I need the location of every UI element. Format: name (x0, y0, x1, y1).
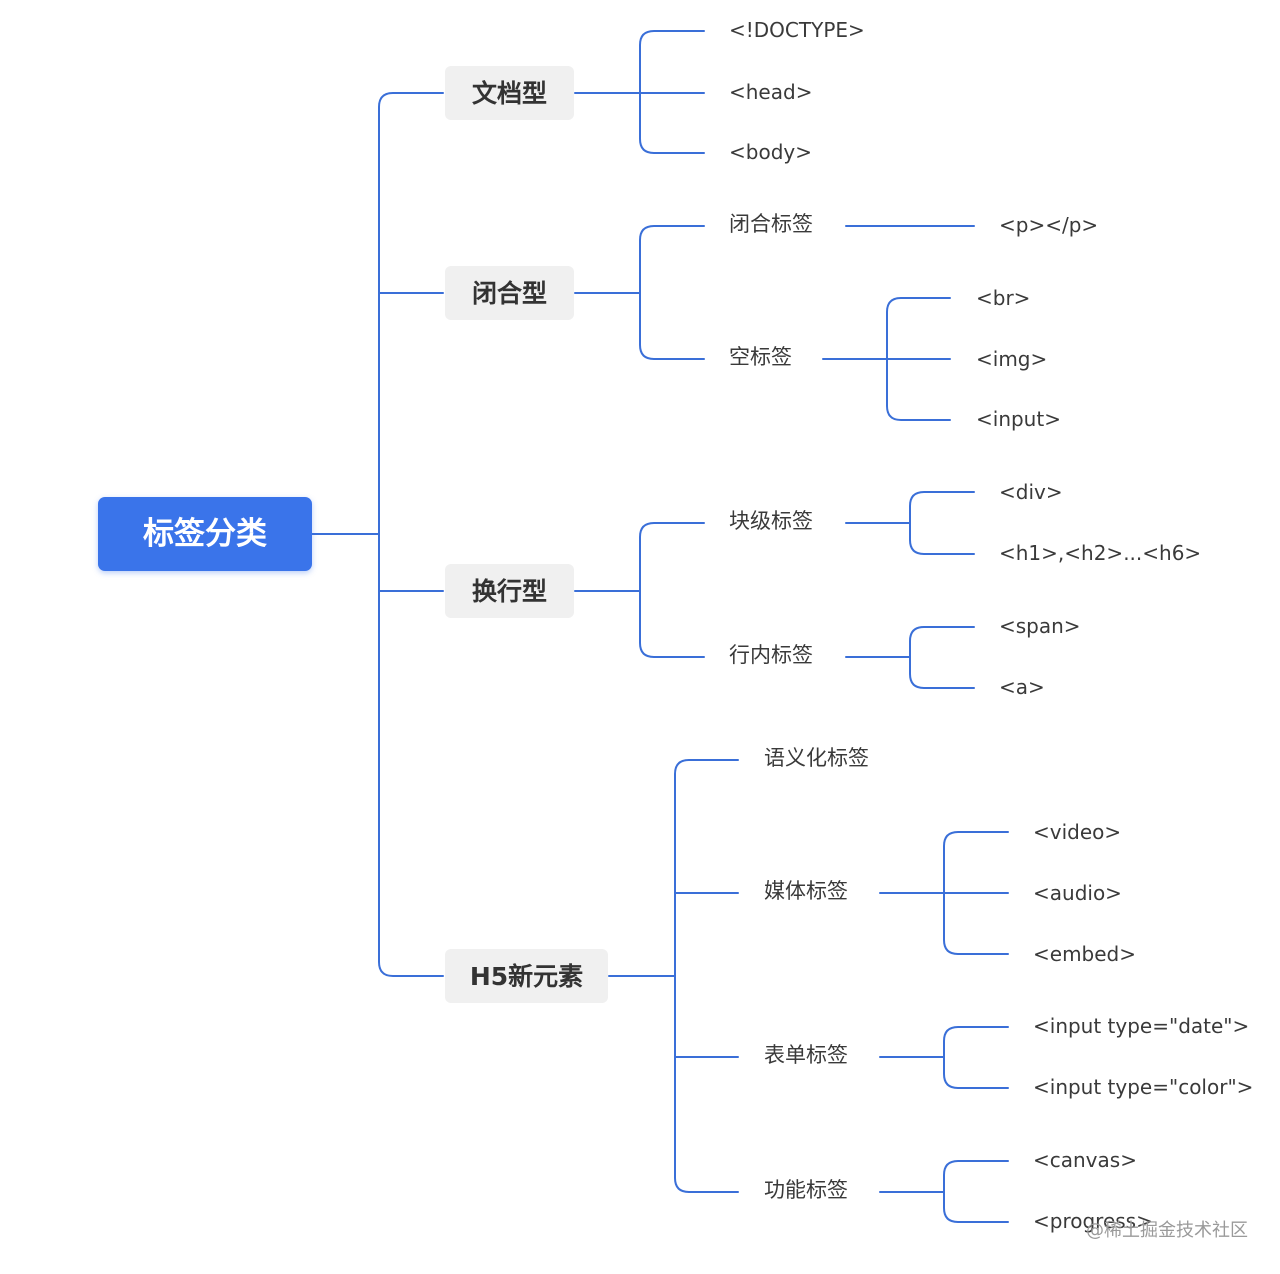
leaf-div: <div> (999, 480, 1063, 504)
connector-empty-bracket (886, 297, 951, 421)
root-node[interactable]: 标签分类 (98, 497, 312, 571)
leaf-headings: <h1>,<h2>...<h6> (999, 541, 1202, 565)
leaf-input-color: <input type="color"> (1033, 1075, 1254, 1099)
leaf-video: <video> (1033, 820, 1122, 844)
subnode-empty-tags[interactable]: 空标签 (729, 345, 792, 369)
connector-wrap-bracket (639, 522, 705, 658)
subnode-form-tags[interactable]: 表单标签 (764, 1043, 848, 1067)
category-h5-new-elements[interactable]: H5新元素 (445, 949, 608, 1003)
connector-media-bracket (943, 831, 1009, 955)
category-wrap-type[interactable]: 换行型 (445, 564, 574, 618)
leaf-canvas: <canvas> (1033, 1148, 1137, 1172)
leaf-embed: <embed> (1033, 942, 1136, 966)
leaf-body: <body> (729, 140, 812, 164)
leaf-input: <input> (976, 407, 1061, 431)
leaf-input-date: <input type="date"> (1033, 1014, 1250, 1038)
leaf-a: <a> (999, 675, 1045, 699)
leaf-audio: <audio> (1033, 881, 1122, 905)
connector-form-bracket (943, 1026, 1009, 1089)
subnode-function-tags[interactable]: 功能标签 (764, 1178, 848, 1202)
category-document-type[interactable]: 文档型 (445, 66, 574, 120)
connector-inline-bracket (909, 626, 975, 689)
connector-closed-bracket (639, 225, 705, 360)
category-closed-type[interactable]: 闭合型 (445, 266, 574, 320)
subnode-inline-tags[interactable]: 行内标签 (729, 643, 813, 667)
connector-block-bracket (909, 491, 975, 555)
connector-doc-bracket (639, 30, 705, 154)
leaf-br: <br> (976, 286, 1031, 310)
leaf-doctype: <!DOCTYPE> (729, 18, 865, 42)
connector-function-bracket (943, 1160, 1009, 1223)
watermark-text: @稀土掘金技术社区 (1086, 1220, 1248, 1241)
leaf-progress: <progress> (1033, 1209, 1153, 1233)
connector-h5-bracket (674, 759, 739, 1193)
leaf-img: <img> (976, 347, 1048, 371)
leaf-p: <p></p> (999, 213, 1099, 237)
subnode-block-tags[interactable]: 块级标签 (729, 509, 813, 533)
connector-root-bracket (378, 92, 444, 977)
leaf-head: <head> (729, 80, 813, 104)
subnode-media-tags[interactable]: 媒体标签 (764, 879, 848, 903)
leaf-span: <span> (999, 614, 1081, 638)
subnode-closed-tags[interactable]: 闭合标签 (729, 212, 813, 236)
subnode-semantic-tags[interactable]: 语义化标签 (764, 746, 869, 770)
